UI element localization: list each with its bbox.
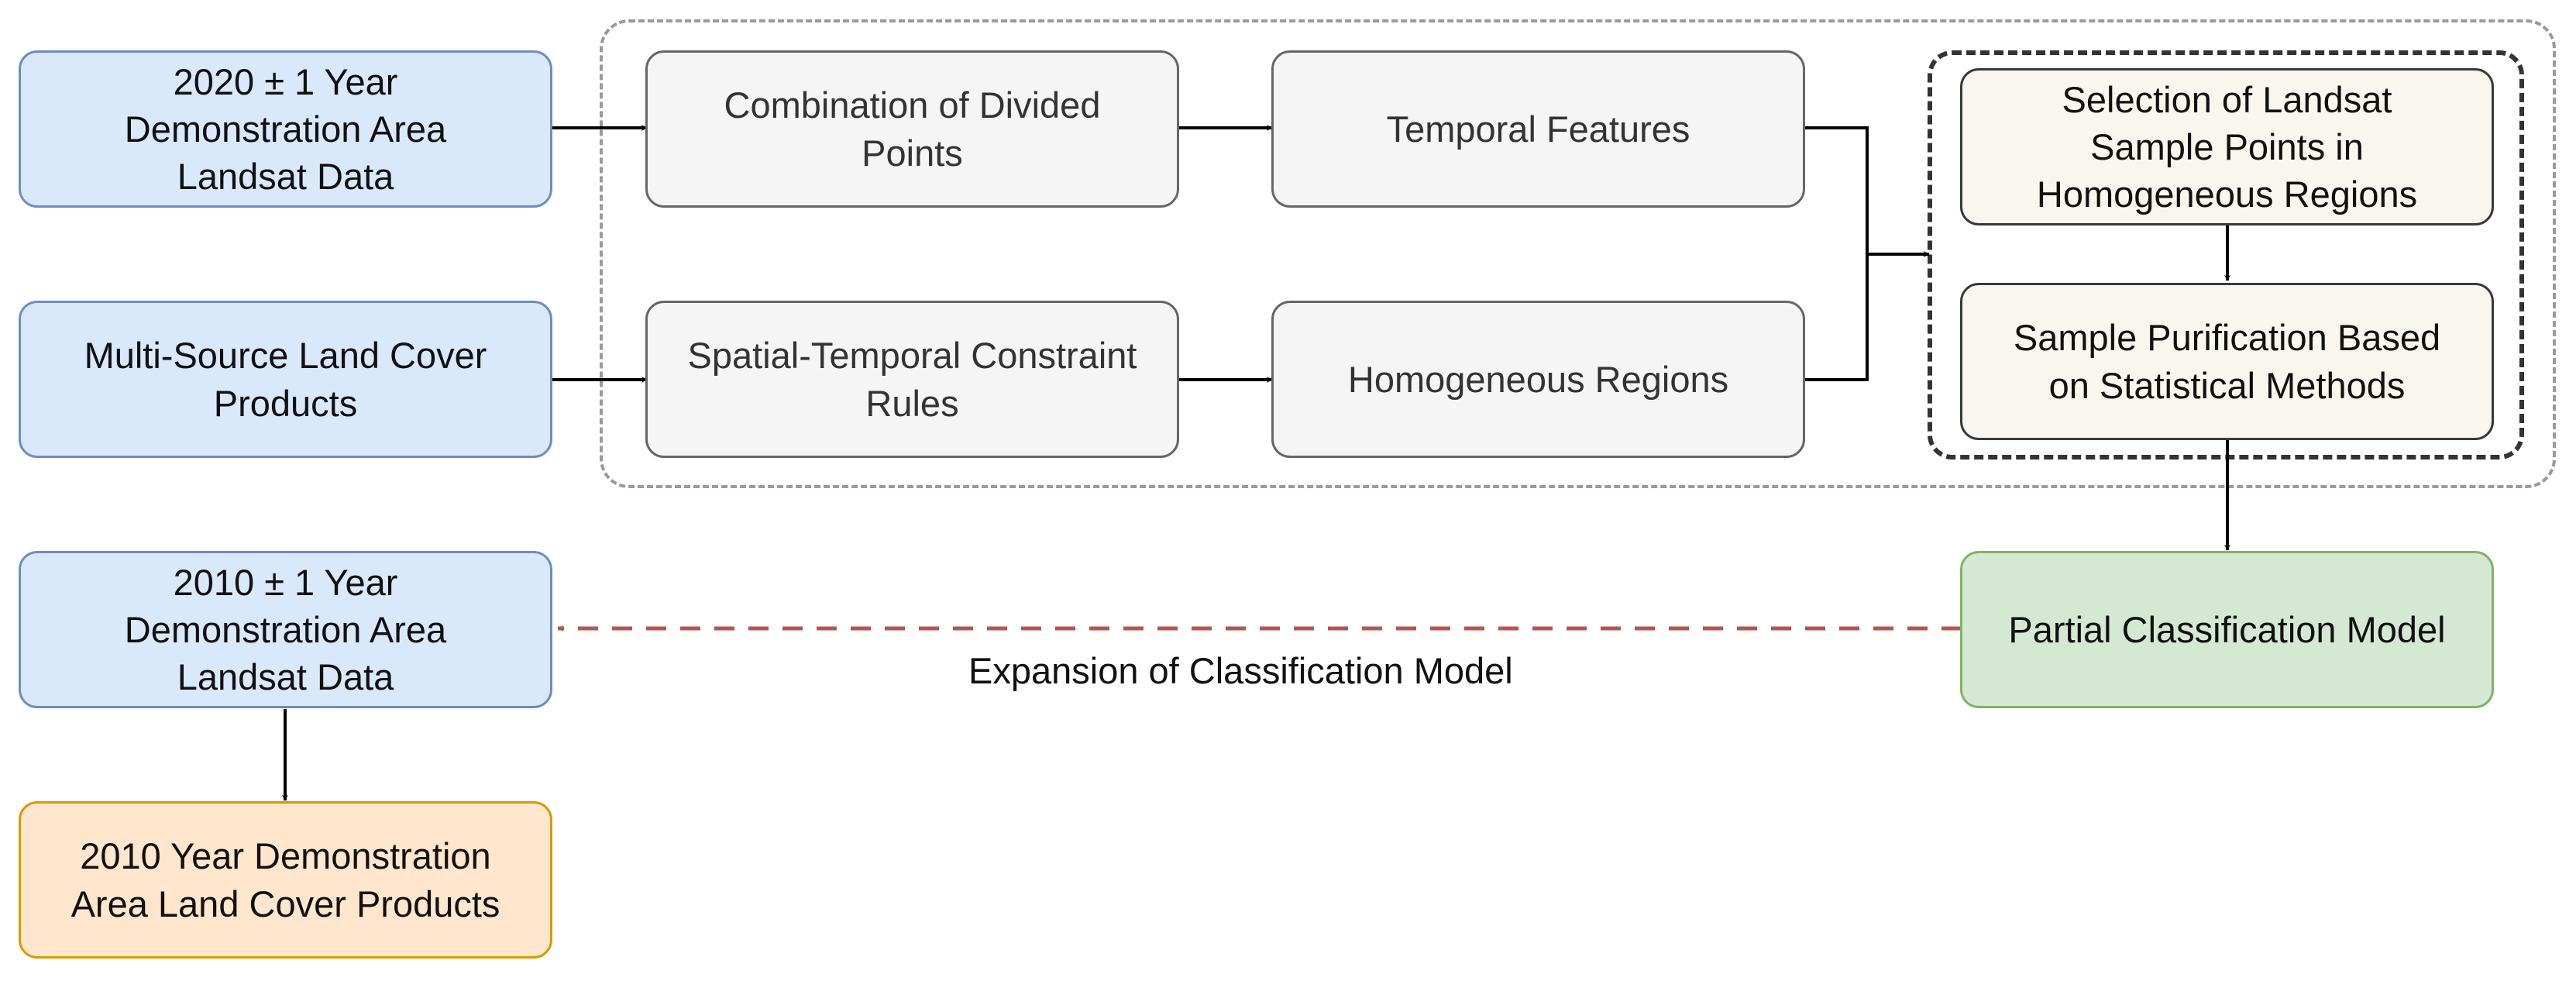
processing-group [600, 19, 2556, 488]
homogeneous-regions-node: Homogeneous Regions [1271, 301, 1805, 458]
expansion-label: Expansion of Classification Model [968, 650, 1513, 691]
partial-model-node: Partial Classification Model [1960, 551, 2494, 708]
edge-homogeneous-to-samples [1805, 254, 1869, 381]
temporal-features-node: Temporal Features [1271, 50, 1805, 208]
edge-temporal-to-samples [1805, 126, 1930, 257]
